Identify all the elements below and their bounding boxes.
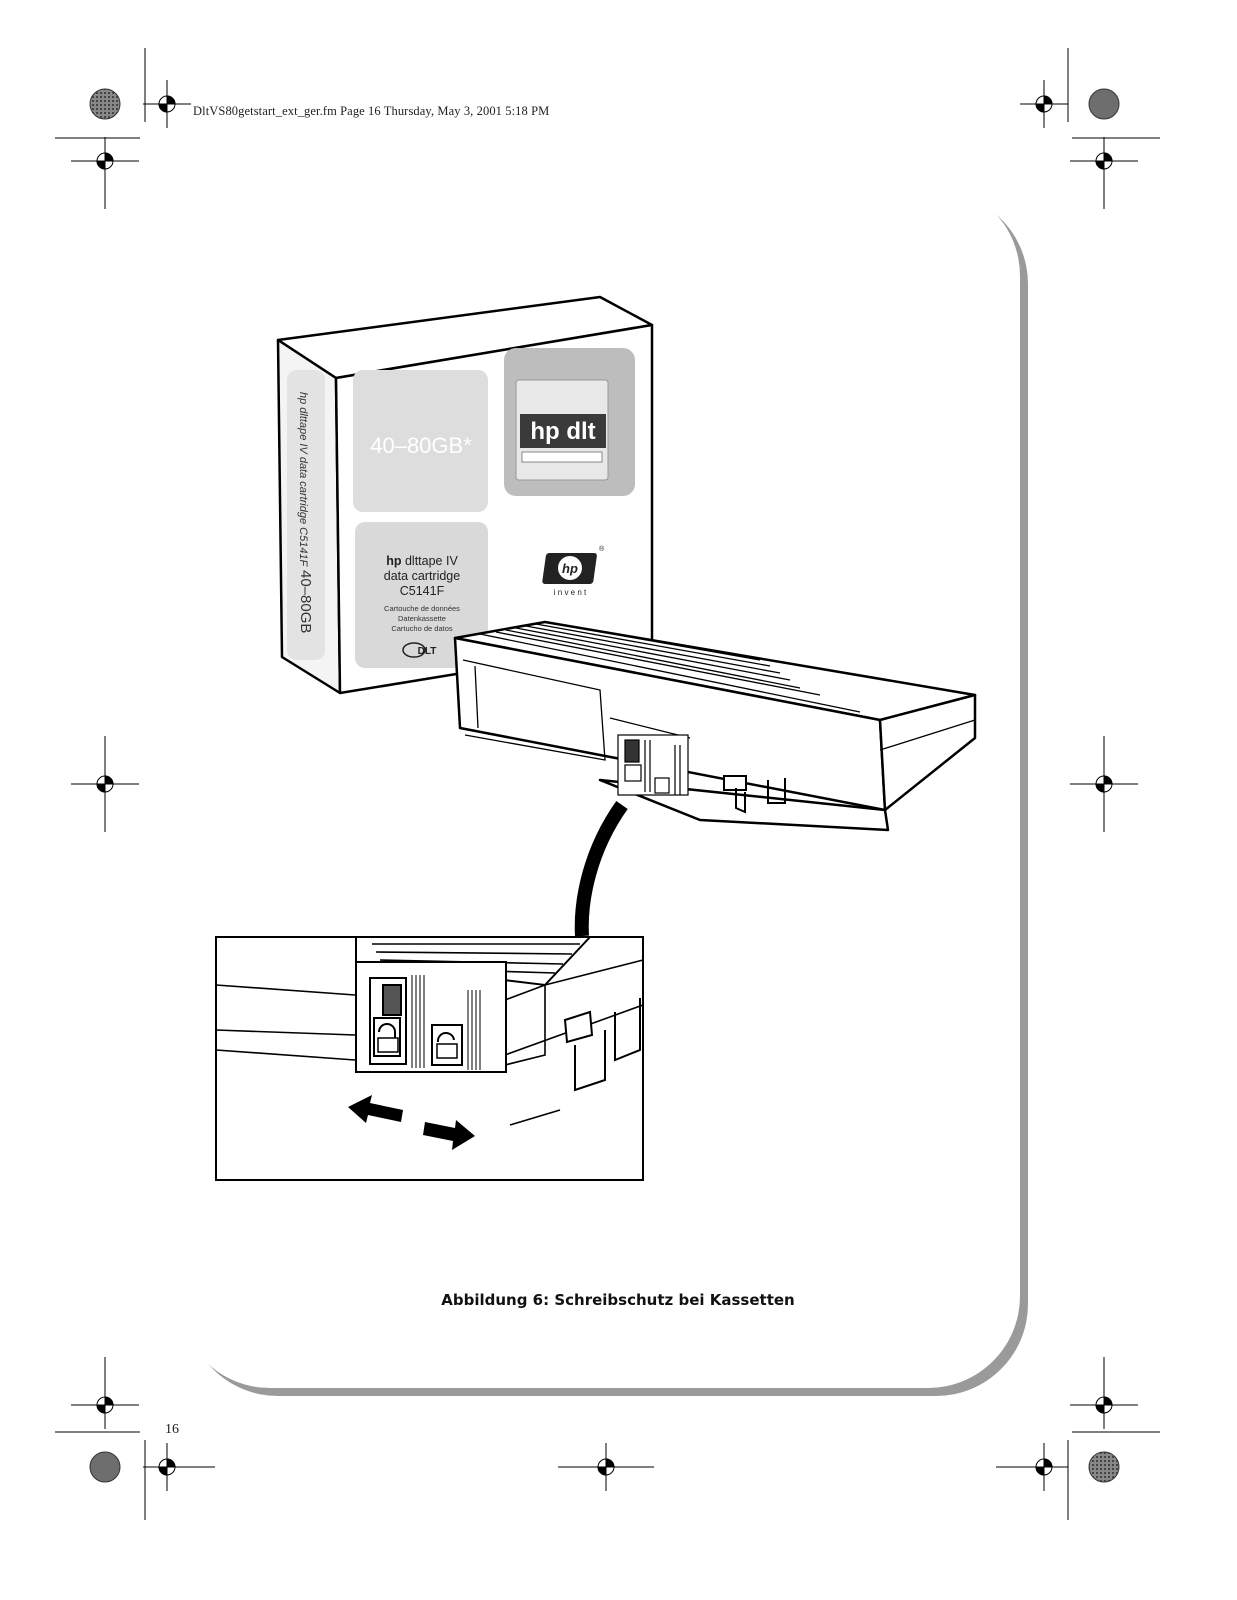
slide-arrows — [348, 1095, 475, 1150]
product-type: data cartridge — [384, 569, 460, 583]
svg-text:DLT: DLT — [418, 646, 437, 657]
translation-de: Datenkassette — [398, 614, 446, 623]
write-protect-switch — [617, 734, 689, 796]
tape-cartridge — [453, 620, 977, 832]
file-info-header: DltVS80getstart_ext_ger.fm Page 16 Thurs… — [193, 104, 550, 118]
detail-inset — [215, 936, 644, 1181]
color-bar-circle — [89, 1451, 121, 1483]
figure-caption: Abbildung 6: Schreibschutz bei Kassetten — [441, 1291, 795, 1309]
invent-tagline: i n v e n t — [554, 588, 587, 597]
page-number: 16 — [165, 1422, 179, 1437]
capacity-panel — [353, 370, 488, 512]
color-bar-circle — [1088, 88, 1120, 120]
spine-capacity: 40–80GB — [297, 570, 314, 633]
capacity-label: 40–80GB* — [370, 433, 472, 458]
translation-fr: Cartouche de données — [384, 604, 460, 613]
product-line: dlttape IV — [405, 554, 458, 568]
product-panel — [355, 522, 488, 668]
crosshair-marks — [71, 80, 1138, 1491]
svg-text:hp dlttape IV: hp dlttape IV — [386, 554, 458, 568]
photo-label: hp dlt — [530, 418, 595, 445]
color-bar-circle — [89, 88, 121, 120]
translation-es: Cartucho de datos — [391, 624, 453, 633]
product-brand: hp — [386, 554, 402, 568]
svg-text:hp: hp — [562, 561, 578, 576]
dlt-logo: DLT — [402, 642, 437, 658]
svg-text:®: ® — [599, 545, 605, 553]
hp-logo: hp ® i n v e n t — [542, 545, 605, 597]
spine-text: hp dlttape IV data cartridge C5141F — [297, 392, 309, 568]
product-number: C5141F — [400, 584, 445, 598]
spine-label — [287, 370, 325, 660]
color-bar-circle — [1088, 1451, 1120, 1483]
zoom-connector — [574, 800, 628, 937]
